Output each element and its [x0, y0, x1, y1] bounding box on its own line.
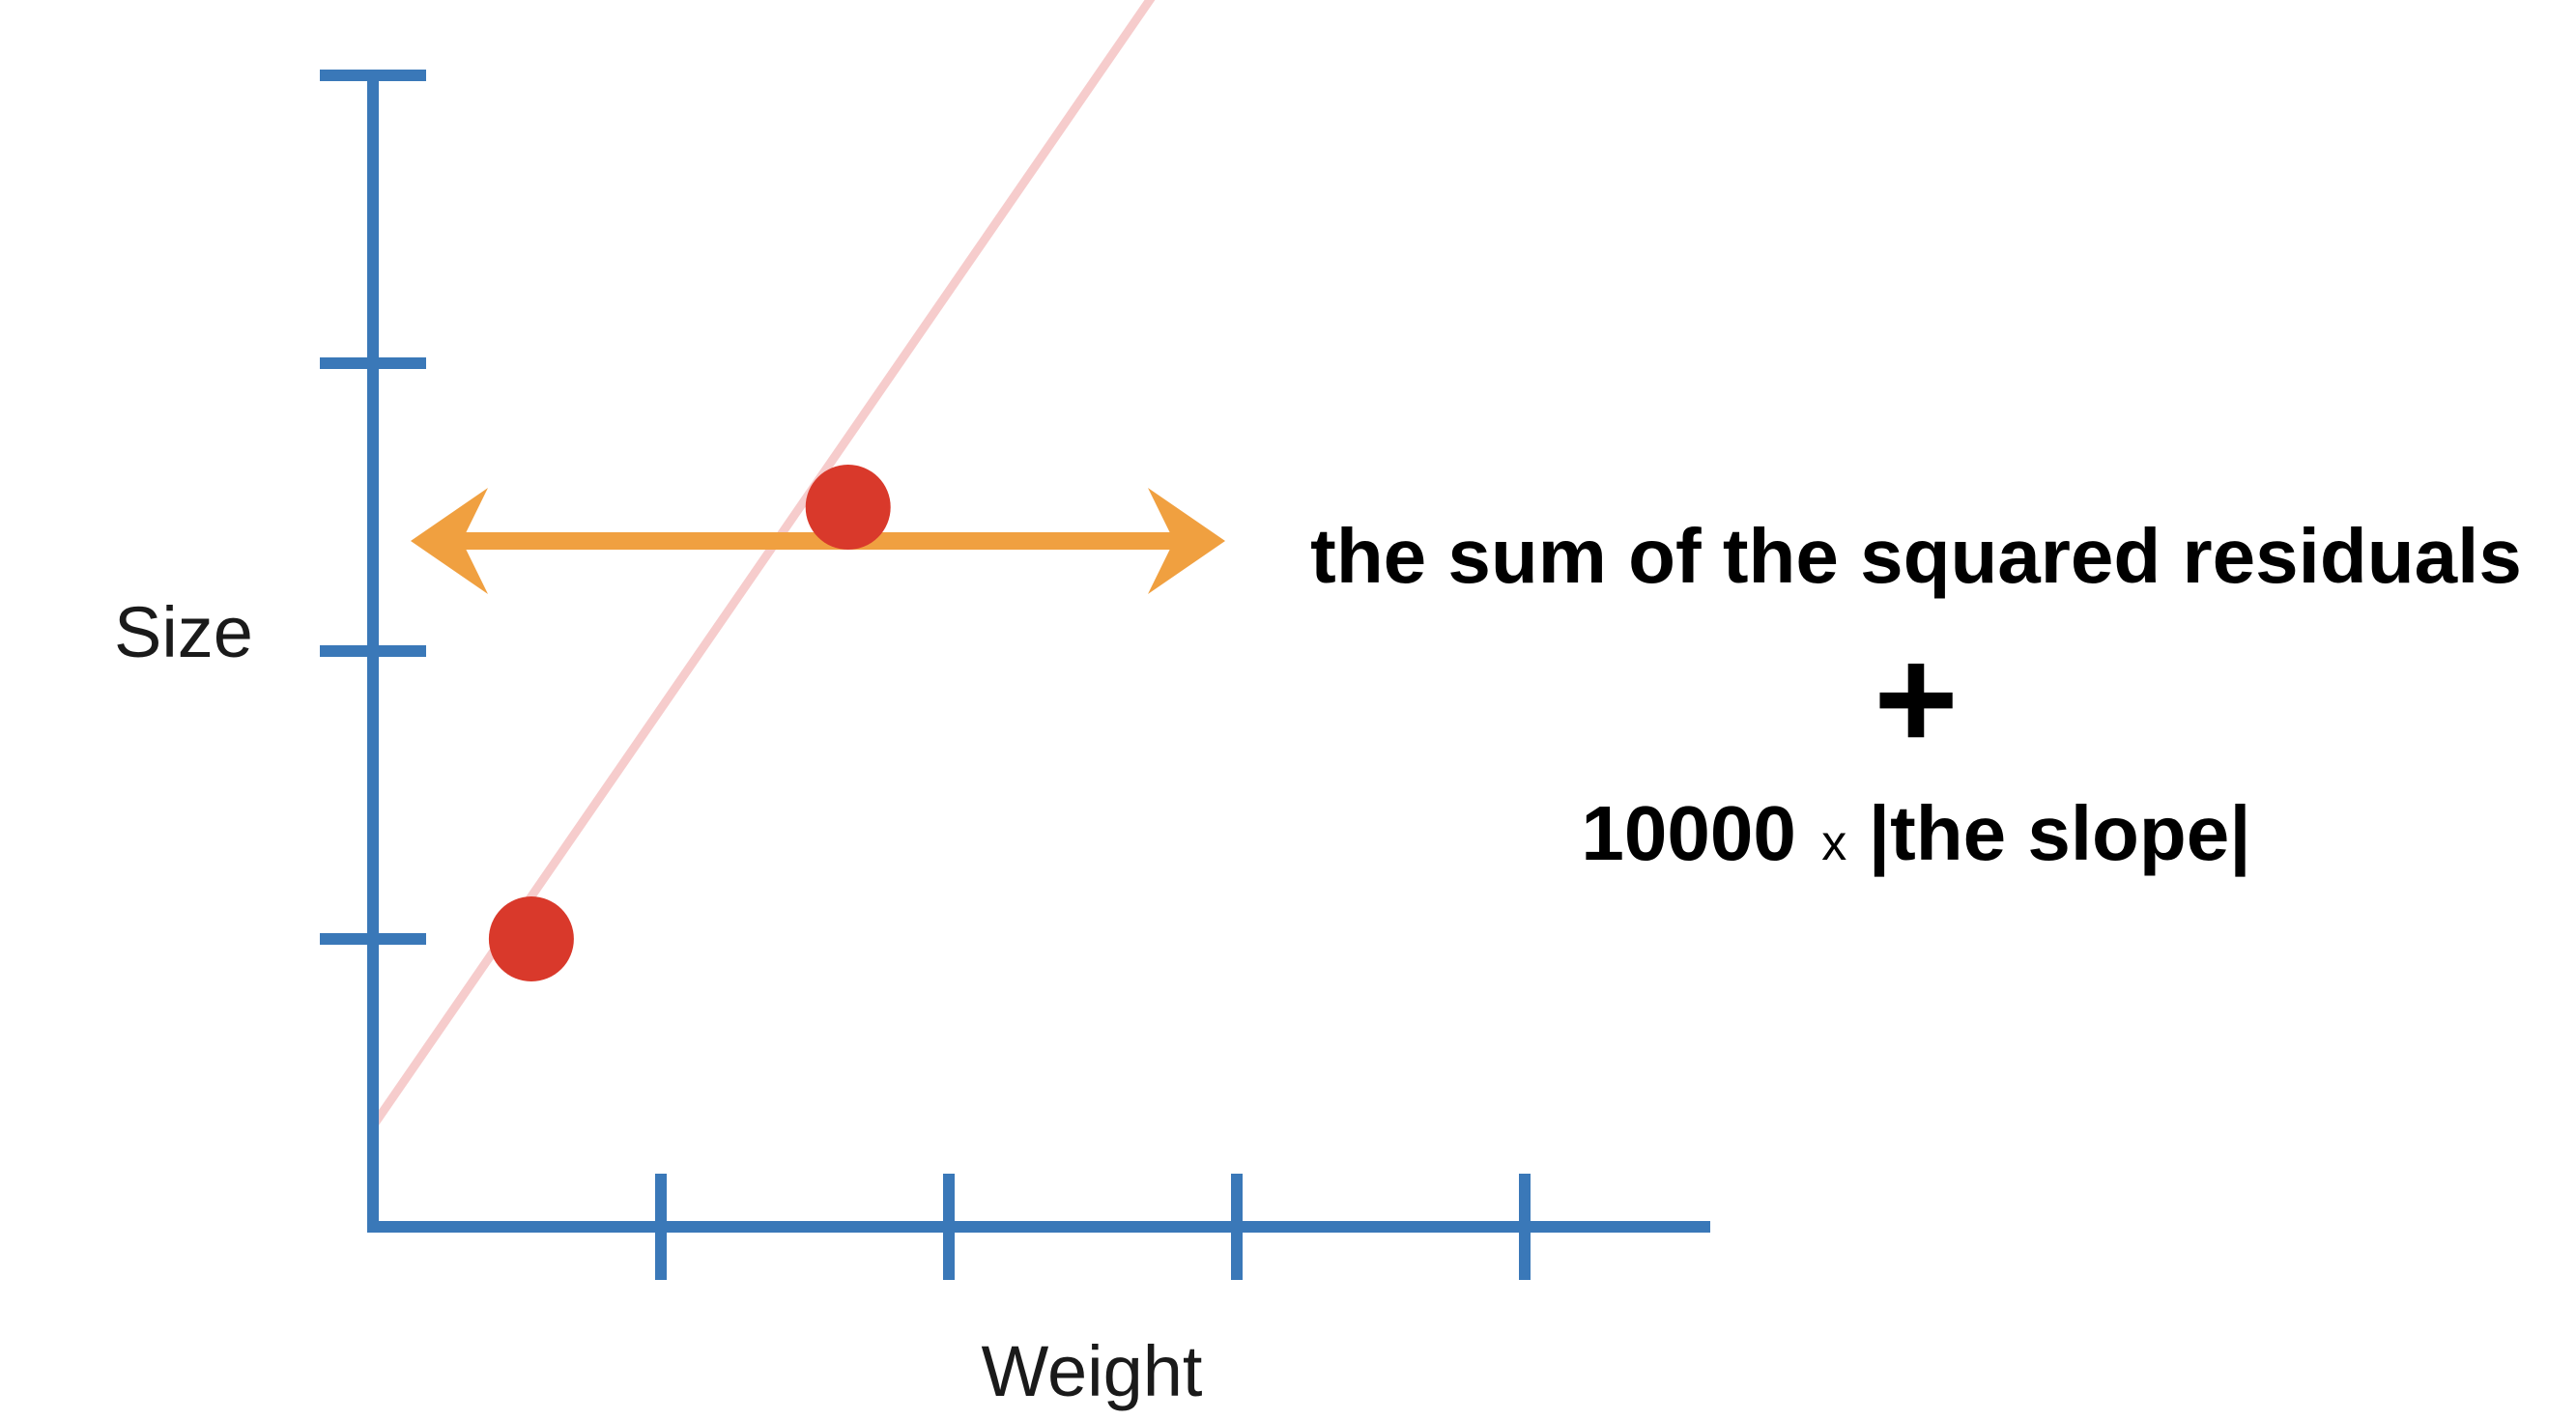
data-point [488, 896, 574, 981]
lasso-penalty-equation: the sum of the squared residuals + 10000… [1310, 513, 2522, 877]
x-axis-label: Weight [982, 1331, 1203, 1411]
x-axis-ticks [655, 1174, 1531, 1280]
penalty-term: 10000 x |the slope| [1581, 790, 2250, 877]
y-axis-ticks [320, 70, 426, 945]
plus-sign: + [1874, 617, 1959, 780]
arrow-head-right [1148, 488, 1225, 594]
axes [320, 70, 1710, 1280]
y-axis-label: Size [114, 592, 253, 672]
arrow-head-left [411, 488, 488, 594]
data-points [488, 465, 891, 981]
lambda-coefficient: 10000 [1581, 790, 1795, 876]
data-point [805, 465, 891, 550]
times-sign: x [1821, 815, 1846, 871]
absolute-slope-term: |the slope| [1869, 790, 2251, 877]
sum-of-squared-residuals-text: the sum of the squared residuals [1310, 513, 2522, 599]
double-headed-arrow [411, 488, 1225, 594]
